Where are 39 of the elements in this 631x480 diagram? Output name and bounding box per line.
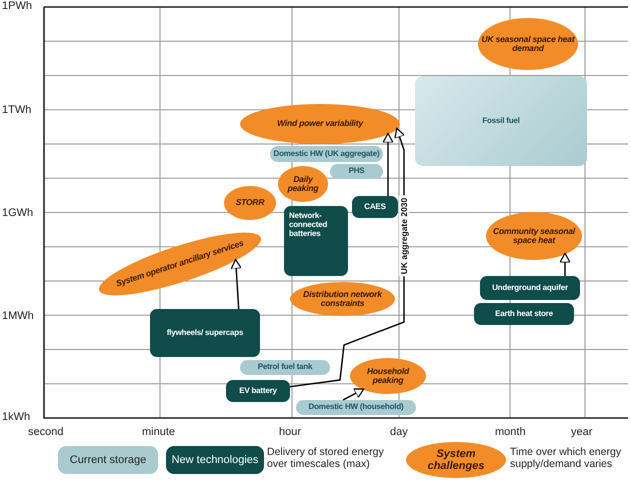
new-technology-box: Underground aquifer: [480, 276, 580, 300]
new-technology-box: Network-connected batteries: [284, 206, 348, 276]
current-storage-box: Petrol fuel tank: [240, 360, 330, 375]
axis-tick-label: year: [571, 426, 592, 438]
arrow: [559, 252, 571, 276]
challenge-ellipse: Distribution network constraints: [290, 282, 395, 316]
axis-tick-label: 1GWh: [2, 207, 34, 219]
arrow: [230, 258, 242, 310]
new-technology-box: CAES: [352, 196, 398, 218]
challenge-ellipse: UK seasonal space heat demand: [478, 18, 578, 70]
arrow: [342, 388, 364, 401]
new-technology-box: flywheels/ supercaps: [150, 309, 260, 357]
legend-key: Current storage: [58, 446, 158, 474]
new-technology-box: Earth heat store: [474, 303, 574, 325]
axis-tick-label: 1PWh: [2, 0, 32, 12]
current-storage-box: Domestic HW (household): [296, 400, 416, 415]
legend-description: Time over which energy supply/demand varies: [510, 446, 622, 470]
axis-tick-label: second: [28, 426, 64, 438]
challenge-ellipse: Household peaking: [350, 358, 426, 394]
axis-tick-label: month: [495, 426, 526, 438]
edge-label: UK aggregate 2030: [399, 196, 409, 276]
axis-tick-label: hour: [279, 426, 302, 438]
legend-description: Delivery of stored energy over timescales (max): [267, 446, 385, 470]
axis-tick-label: 1TWh: [2, 104, 32, 116]
arrow: [382, 132, 394, 196]
current-storage-box: Domestic HW (UK aggregate): [270, 146, 383, 162]
current-storage-box: Fossil fuel: [415, 76, 587, 166]
legend-key: System challenges: [406, 442, 506, 478]
challenge-ellipse: Wind power variability: [240, 104, 400, 144]
challenge-ellipse: Daily peaking: [278, 166, 328, 202]
new-technology-box: EV battery: [226, 380, 290, 402]
axis-tick-label: 1kWh: [2, 411, 30, 423]
current-storage-box: PHS: [330, 164, 383, 179]
challenge-ellipse: Community seasonal space heat: [486, 212, 582, 260]
axis-tick-label: minute: [142, 426, 176, 438]
legend-key: New technologies: [166, 446, 264, 474]
challenge-ellipse: STORR: [224, 186, 276, 220]
axis-tick-label: 1MWh: [2, 310, 34, 322]
axis-tick-label: day: [390, 426, 408, 438]
